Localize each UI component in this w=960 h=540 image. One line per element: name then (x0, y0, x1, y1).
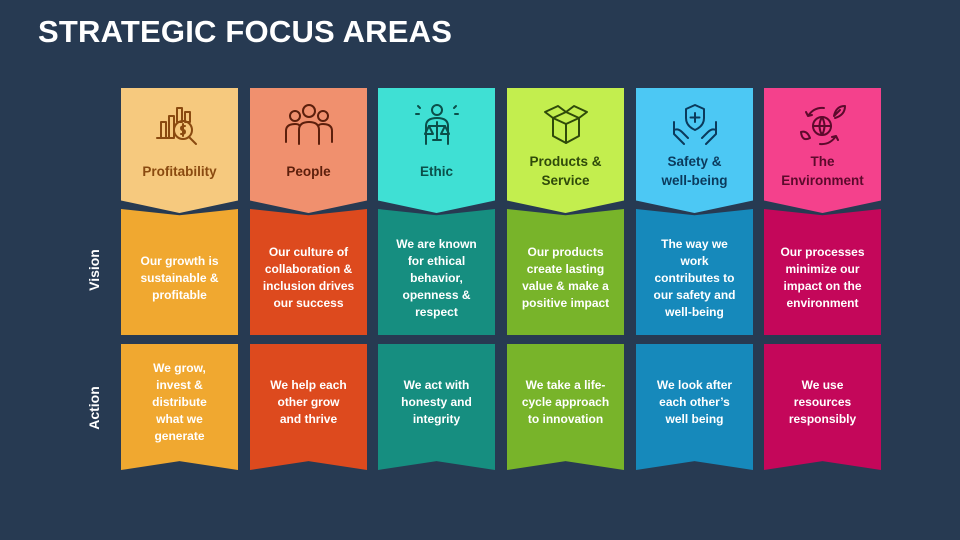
focus-area-label: Products & Service (529, 154, 602, 188)
vision-text: Our culture of collaboration & inclusion… (262, 245, 355, 310)
action-text: We look after each other’s well being (656, 377, 733, 426)
header-card: Profitability (121, 88, 238, 213)
profit-chart-icon (155, 107, 197, 145)
action-card: We grow, invest & distribute what we gen… (121, 344, 238, 470)
vision-card: The way we work contributes to our safet… (636, 209, 753, 335)
focus-area-label: Profitability (142, 163, 217, 179)
justice-scale-person-icon (414, 104, 459, 145)
action-card: We take a life- cycle approach to innova… (507, 344, 624, 470)
row-label-vision: Vision (86, 249, 102, 291)
shield-hands-icon (672, 104, 717, 145)
vision-text: Our products create lasting value & make… (521, 245, 610, 310)
focus-area-label: People (286, 163, 331, 179)
vision-card: Our processes minimize our impact on the… (764, 209, 881, 335)
vision-text: The way we work contributes to our safet… (653, 236, 736, 319)
people-group-icon (284, 104, 333, 145)
focus-area-label: Ethic (419, 163, 453, 179)
action-card: We act with honesty and integrity (378, 344, 495, 470)
action-text: We act with honesty and integrity (401, 377, 472, 426)
action-text: We use resources responsibly (788, 377, 857, 426)
header-card: People (250, 88, 367, 213)
vision-text: We are known for ethical behavior, openn… (396, 236, 477, 319)
action-text: We grow, invest & distribute what we gen… (152, 360, 207, 443)
vision-card: Our growth is sustainable & profitable (121, 209, 238, 335)
vision-card: Our culture of collaboration & inclusion… (250, 209, 367, 335)
vision-text: Our growth is sustainable & profitable (140, 253, 219, 302)
vision-text: Our processes minimize our impact on the… (780, 245, 865, 310)
action-text: We help each other grow and thrive (270, 377, 347, 426)
header-card: The Environment (764, 88, 881, 213)
action-text: We take a life- cycle approach to innova… (521, 377, 610, 426)
focus-area-label: Safety & well-being (661, 154, 728, 188)
header-card: Ethic (378, 88, 495, 213)
product-box-icon (543, 105, 588, 144)
header-card: Products & Service (507, 88, 624, 213)
action-card: We look after each other’s well being (636, 344, 753, 470)
header-card: Safety & well-being (636, 88, 753, 213)
page-title: STRATEGIC FOCUS AREAS (38, 14, 453, 49)
vision-card: We are known for ethical behavior, openn… (378, 209, 495, 335)
eco-globe-icon (799, 105, 846, 146)
action-card: We use resources responsibly (764, 344, 881, 470)
vision-card: Our products create lasting value & make… (507, 209, 624, 335)
focus-area-label: The Environment (781, 154, 864, 188)
action-card: We help each other grow and thrive (250, 344, 367, 470)
row-label-action: Action (86, 386, 102, 430)
